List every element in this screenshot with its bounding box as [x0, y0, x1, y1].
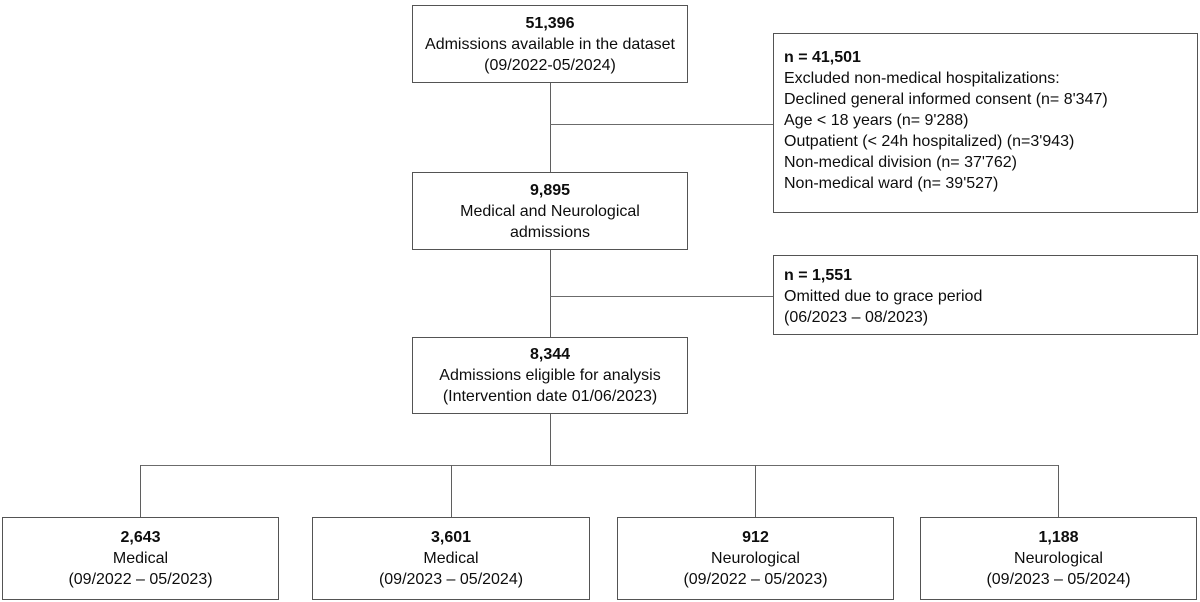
connector-drop-group-2: [451, 465, 452, 517]
medneuro-label-line1: Medical and Neurological: [460, 202, 640, 220]
connector-drop-group-1: [140, 465, 141, 517]
group-2-count: 3,601: [430, 529, 472, 546]
box-medical-pre-period: 2,643 Medical (09/2022 – 05/2023): [2, 517, 279, 600]
eligible-count: 8,344: [529, 346, 571, 363]
eligible-label: Admissions eligible for analysis: [439, 367, 661, 384]
group-4-label: Neurological: [1014, 550, 1103, 567]
connector-branch-omitted: [550, 296, 773, 297]
total-label: Admissions available in the dataset: [425, 35, 675, 53]
omitted-label: Omitted due to grace period: [784, 288, 983, 305]
box-neurological-pre-period: 912 Neurological (09/2022 – 05/2023): [617, 517, 894, 600]
omitted-period: (06/2023 – 08/2023): [784, 309, 929, 326]
group-3-label: Neurological: [711, 550, 800, 567]
group-2-period: (09/2023 – 05/2024): [378, 571, 524, 588]
excluded-detail-outpatient: Outpatient (< 24h hospitalized) (n=3'943…: [784, 133, 1075, 150]
total-period: (09/2022-05/2024): [484, 56, 616, 74]
connector-drop-group-4: [1058, 465, 1059, 517]
box-medical-neurological: 9,895 Medical and Neurological admission…: [412, 172, 688, 250]
excluded-detail-ward: Non-medical ward (n= 39'527): [784, 175, 999, 192]
group-4-count: 1,188: [1038, 529, 1079, 546]
group-4-period: (09/2023 – 05/2024): [986, 571, 1131, 588]
group-3-period: (09/2022 – 05/2023): [683, 571, 828, 588]
excluded-detail-age: Age < 18 years (n= 9'288): [784, 112, 969, 129]
eligible-period: (Intervention date 01/06/2023): [442, 388, 658, 405]
connector-drop-group-3: [755, 465, 756, 517]
connector-eligible-to-split: [550, 414, 551, 465]
total-count: 51,396: [525, 14, 575, 32]
medneuro-count: 9,895: [529, 181, 571, 199]
excluded-detail-consent: Declined general informed consent (n= 8'…: [784, 91, 1108, 108]
box-eligible-for-analysis: 8,344 Admissions eligible for analysis (…: [412, 337, 688, 414]
connector-branch-excluded: [550, 124, 773, 125]
box-admissions-total: 51,396 Admissions available in the datas…: [412, 5, 688, 83]
box-medical-post-period: 3,601 Medical (09/2023 – 05/2024): [312, 517, 590, 600]
group-1-label: Medical: [112, 550, 169, 567]
group-3-count: 912: [742, 529, 769, 546]
box-excluded-non-medical: n = 41,501 Excluded non-medical hospital…: [773, 33, 1198, 213]
connector-total-to-medneuro: [550, 83, 551, 172]
connector-distributor: [140, 465, 1059, 466]
group-2-label: Medical: [423, 550, 479, 567]
medneuro-label-line2: admissions: [509, 223, 591, 241]
group-1-period: (09/2022 – 05/2023): [68, 571, 213, 588]
excluded-detail-header: Excluded non-medical hospitalizations:: [784, 70, 1060, 87]
excluded-count: n = 41,501: [784, 49, 861, 66]
omitted-count: n = 1,551: [784, 267, 853, 284]
excluded-detail-division: Non-medical division (n= 37'762): [784, 154, 1017, 171]
box-omitted-grace-period: n = 1,551 Omitted due to grace period (0…: [773, 255, 1198, 335]
box-neurological-post-period: 1,188 Neurological (09/2023 – 05/2024): [920, 517, 1197, 600]
connector-medneuro-to-eligible: [550, 250, 551, 337]
group-1-count: 2,643: [120, 529, 161, 546]
